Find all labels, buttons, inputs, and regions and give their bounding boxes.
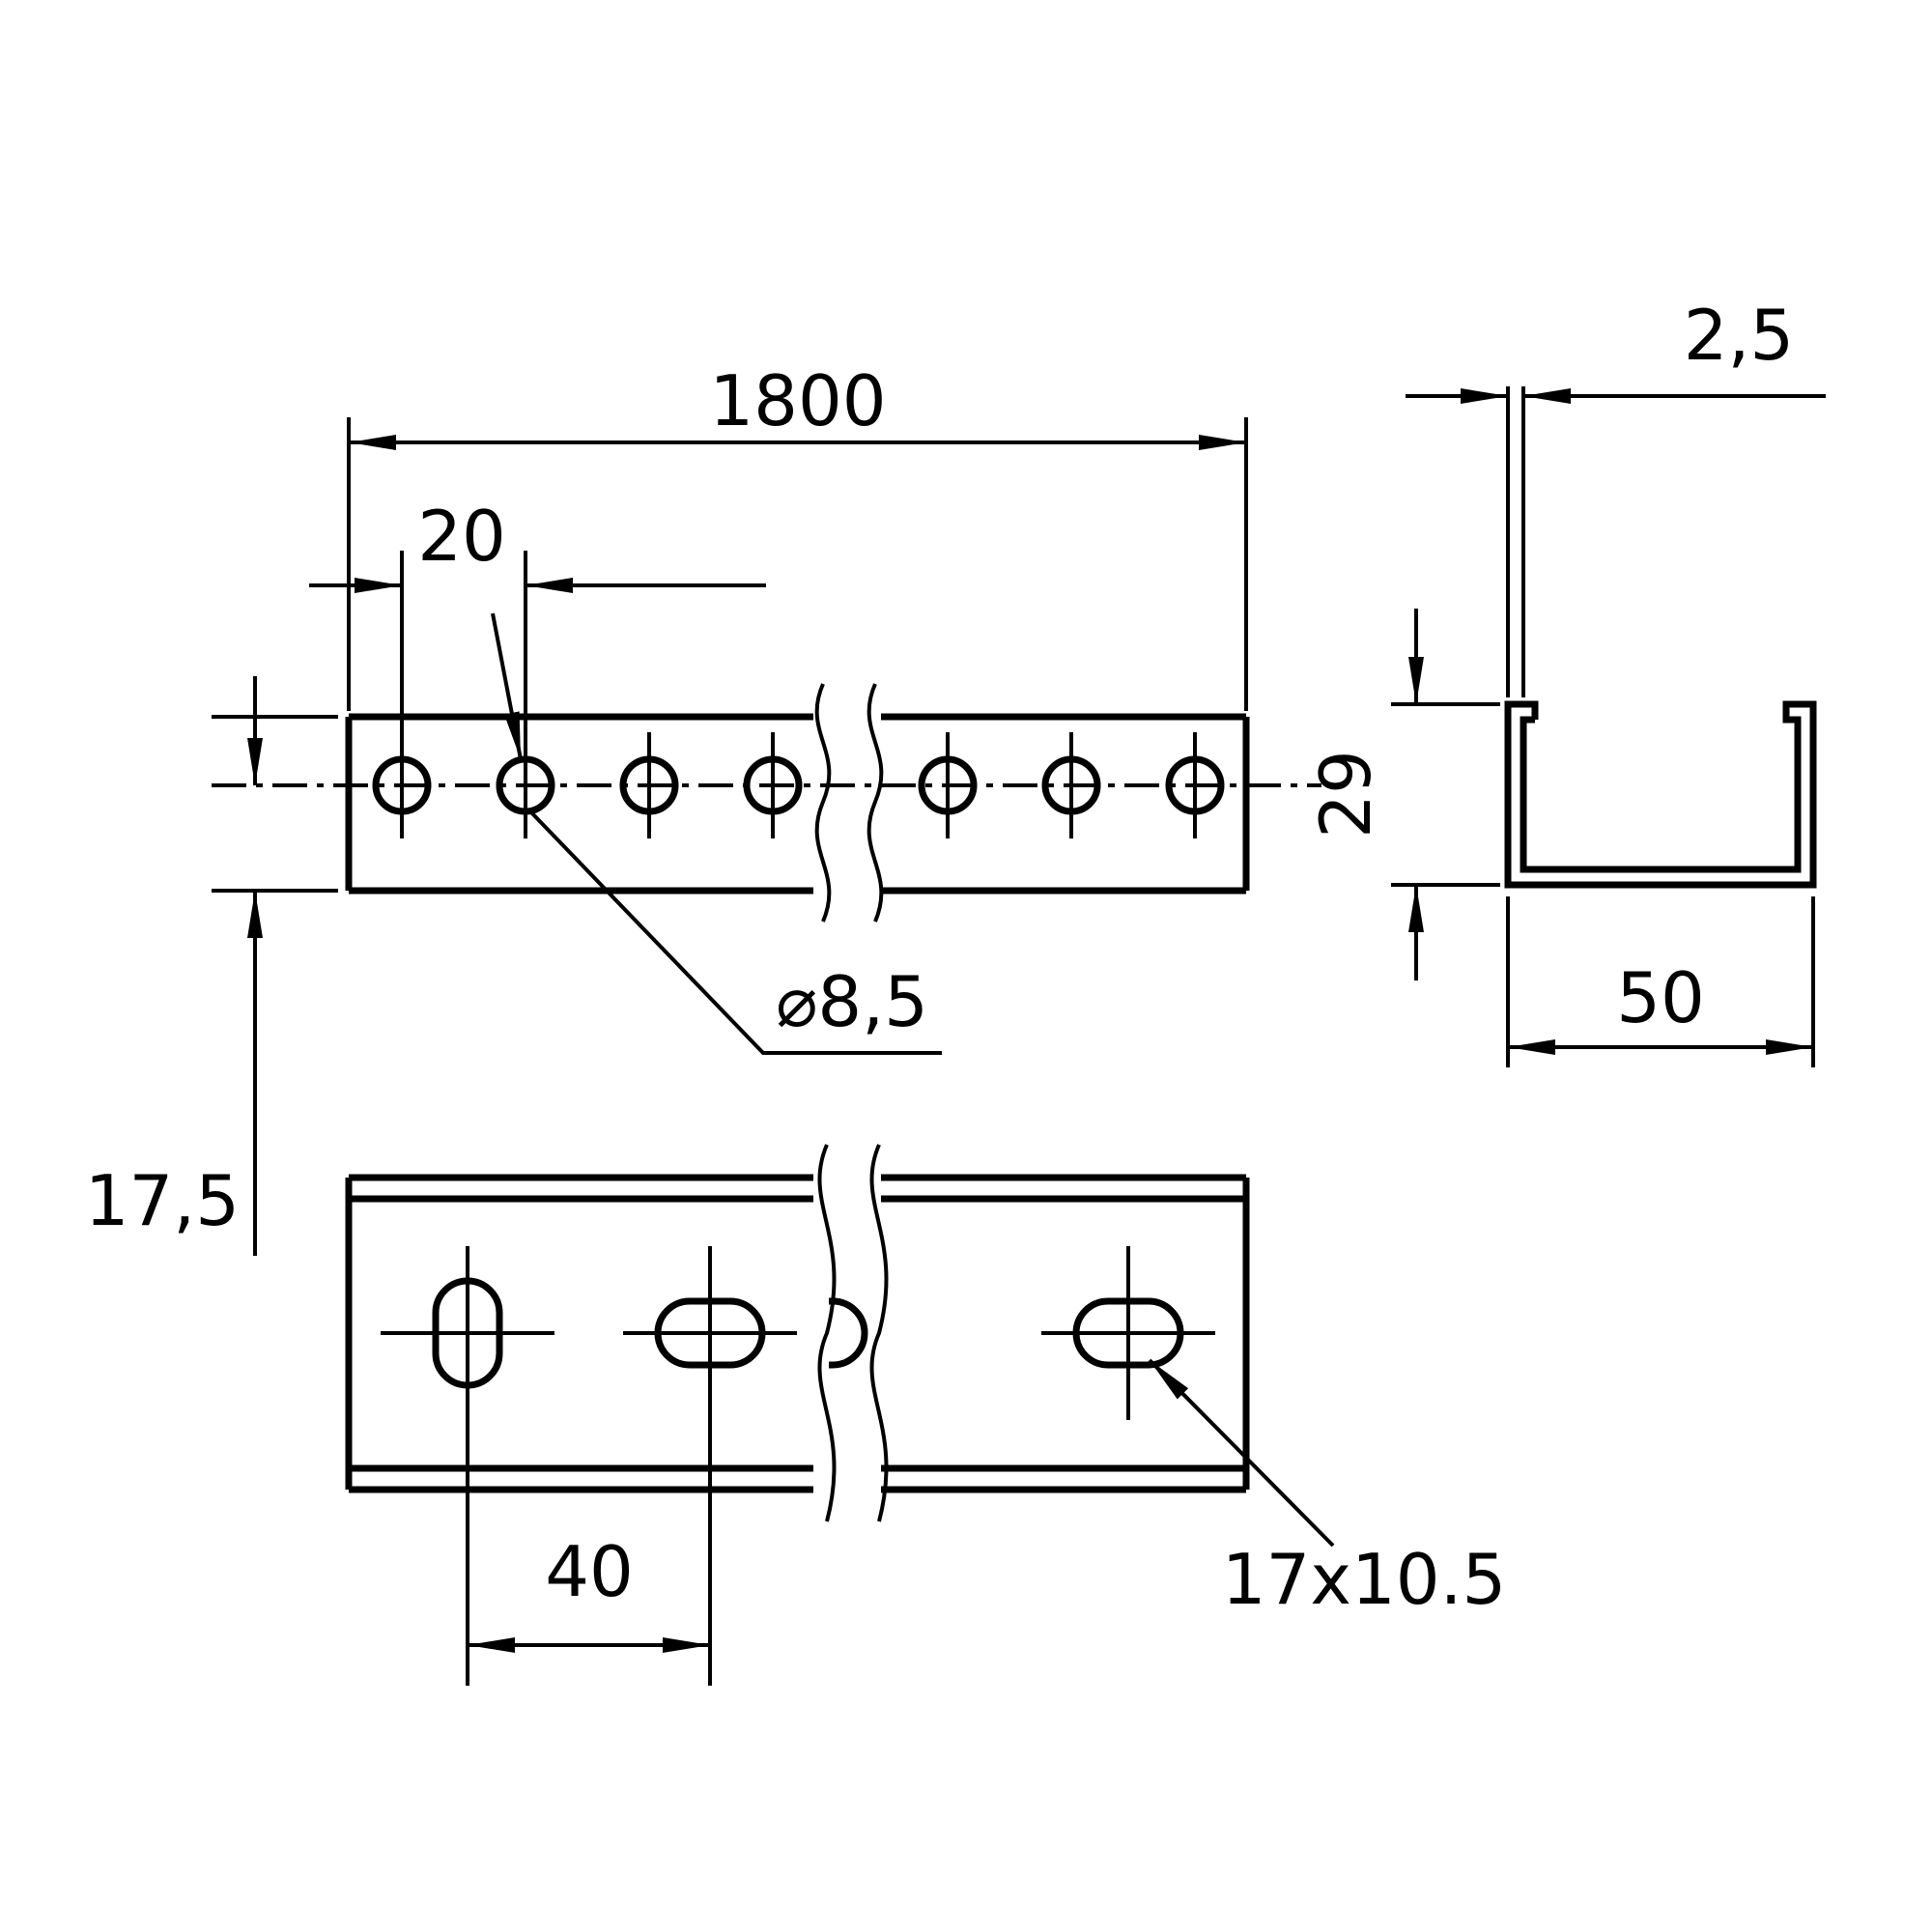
dim-length: 1800	[347, 360, 1248, 711]
plan-view	[345, 1144, 1250, 1522]
break-line	[814, 683, 884, 923]
extension-lines	[400, 551, 527, 838]
dim-slot-pitch-label: 40	[545, 1531, 634, 1612]
leader-tail	[528, 810, 942, 1055]
dim-profile-width-label: 50	[1616, 957, 1705, 1038]
leader-arrow	[491, 612, 523, 760]
slot-cross-marks	[381, 1246, 1215, 1420]
dim-edge-distance: 17,5	[85, 676, 338, 1256]
dim-wall-thickness-label: 2,5	[1684, 295, 1795, 376]
dim-profile-height-label: 29	[1305, 750, 1386, 838]
channel-profile	[1504, 700, 1817, 889]
dim-hole-pitch-label: 20	[417, 496, 506, 577]
hole-diameter-label: ⌀8,5	[776, 961, 928, 1042]
dim-wall-thickness: 2,5	[1406, 295, 1826, 404]
section-view	[1504, 386, 1817, 889]
leader-slot-size: 17x10.5	[1148, 1358, 1507, 1620]
dim-edge-distance-label: 17,5	[85, 1160, 240, 1241]
wall-extension-lines	[1506, 386, 1525, 697]
dim-hole-pitch: 20	[309, 496, 766, 838]
dim-profile-width: 50	[1506, 896, 1815, 1067]
dim-profile-height: 29	[1305, 609, 1500, 980]
slot-size-label: 17x10.5	[1222, 1539, 1507, 1620]
break-line	[817, 1144, 889, 1522]
dim-slot-pitch: 40	[466, 1420, 712, 1686]
extension-lines	[212, 715, 338, 893]
dim-length-label: 1800	[709, 360, 886, 441]
extension-lines	[1506, 896, 1815, 1067]
strip-outline	[345, 713, 1250, 895]
leader-arrow	[1148, 1358, 1335, 1548]
side-view	[212, 683, 1321, 923]
hole-cross-marks	[647, 732, 1197, 838]
flange-inner-edges	[349, 1195, 1246, 1472]
extension-lines	[347, 417, 1248, 711]
partial-slot	[829, 1297, 868, 1369]
leader-hole-diameter: ⌀8,5	[491, 612, 942, 1055]
plan-outline	[345, 1174, 1250, 1493]
